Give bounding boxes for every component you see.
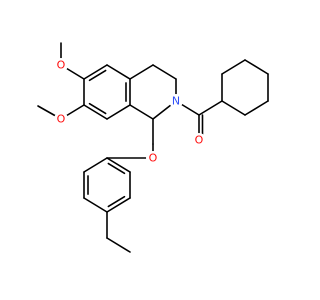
ether-oxygen-background bbox=[146, 151, 160, 165]
bond-layer bbox=[37, 42, 269, 253]
ether-oxygen: O bbox=[149, 152, 158, 165]
methoxy-oxygen-bottom: O bbox=[57, 113, 66, 126]
single-bond bbox=[221, 100, 246, 116]
methoxy-oxygen-top: O bbox=[57, 59, 66, 72]
single-bond bbox=[221, 59, 246, 75]
methoxy-oxygen-bottom-background bbox=[54, 112, 68, 126]
molecule-structure: O O N O O bbox=[37, 42, 269, 253]
single-bond bbox=[152, 64, 177, 80]
double-bond bbox=[106, 157, 131, 173]
double-bond bbox=[83, 64, 108, 80]
single-bond bbox=[244, 100, 269, 116]
ring-nitrogen: N bbox=[172, 95, 180, 108]
double-bond-inner bbox=[107, 162, 126, 175]
double-bond-inner bbox=[107, 195, 126, 208]
double-bond-inner bbox=[88, 102, 107, 115]
double-bond bbox=[106, 197, 131, 213]
double-bond-inner bbox=[88, 69, 107, 82]
single-bond bbox=[198, 100, 223, 116]
single-bond bbox=[106, 64, 131, 80]
single-bond bbox=[106, 237, 131, 253]
ring-nitrogen-background bbox=[169, 94, 183, 108]
atom-label-layer: O O N O O bbox=[54, 58, 206, 165]
carbonyl-oxygen: O bbox=[195, 134, 204, 147]
single-bond bbox=[106, 104, 131, 120]
single-bond bbox=[83, 157, 108, 173]
double-bond bbox=[83, 104, 108, 120]
single-bond bbox=[129, 64, 154, 80]
single-bond bbox=[129, 104, 154, 120]
carbonyl-oxygen-background bbox=[192, 133, 206, 147]
single-bond bbox=[244, 59, 269, 75]
single-bond bbox=[83, 197, 108, 213]
methoxy-oxygen-top-background bbox=[54, 58, 68, 72]
